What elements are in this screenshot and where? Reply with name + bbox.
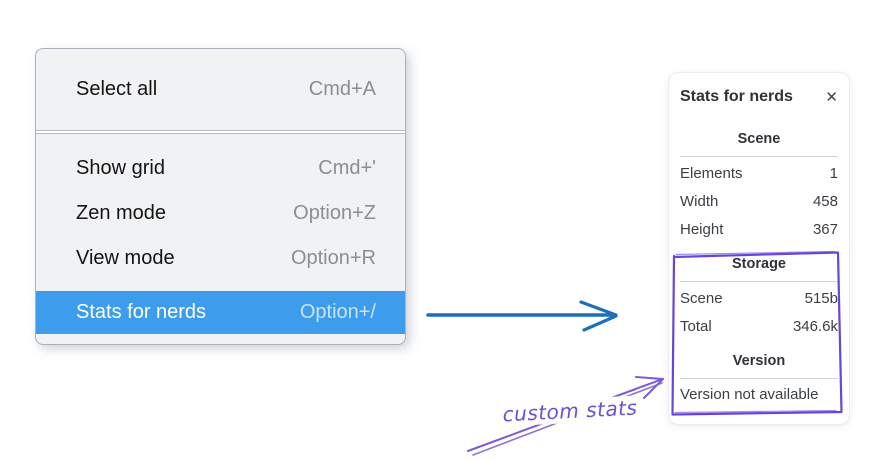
- stat-label: Height: [680, 221, 724, 238]
- section-rule: [680, 156, 838, 157]
- menu-item-label: Zen mode: [76, 202, 167, 224]
- menu-section-top: Select all Cmd+A: [36, 49, 405, 130]
- menu-item-shortcut: Option+R: [290, 247, 376, 269]
- stats-section-scene: Scene Elements 1 Width 458 Height 367: [680, 130, 838, 244]
- menu-divider: [36, 130, 405, 134]
- stat-label: Total: [680, 318, 712, 335]
- menu-item-label: Show grid: [76, 157, 165, 179]
- stat-row-scene-size: Scene 515b: [680, 285, 838, 313]
- section-heading: Storage: [732, 256, 786, 272]
- section-heading: Scene: [737, 131, 781, 147]
- stat-value: 367: [812, 221, 838, 238]
- stats-panel-title: Stats for nerds: [680, 88, 793, 105]
- menu-item-shortcut: Cmd+': [318, 157, 376, 179]
- menu-item-label: Stats for nerds: [76, 301, 207, 323]
- annotation-label: custom stats: [497, 395, 643, 427]
- flow-arrow: [426, 300, 618, 332]
- menu-item-shortcut: Option+/: [299, 301, 376, 323]
- stat-value: 1: [829, 165, 838, 182]
- section-heading: Version: [732, 353, 786, 369]
- section-rule: [680, 378, 838, 379]
- stat-row-width: Width 458: [680, 188, 838, 216]
- menu-item-show-grid[interactable]: Show grid Cmd+': [36, 146, 405, 191]
- menu-item-shortcut: Cmd+A: [308, 78, 376, 100]
- menu-item-label: View mode: [76, 247, 175, 269]
- stats-panel-header: Stats for nerds ✕: [680, 87, 838, 107]
- version-note: Version not available: [680, 386, 819, 403]
- stat-row-elements: Elements 1: [680, 160, 838, 188]
- stat-label: Scene: [680, 290, 723, 307]
- stats-panel: Stats for nerds ✕ Scene Elements 1 Width…: [668, 72, 850, 425]
- context-menu: Select all Cmd+A Show grid Cmd+' Zen mod…: [35, 48, 406, 345]
- menu-item-zen-mode[interactable]: Zen mode Option+Z: [36, 191, 405, 236]
- stat-value: 515b: [804, 290, 838, 307]
- menu-section-bottom: Show grid Cmd+' Zen mode Option+Z View m…: [36, 134, 405, 344]
- menu-item-shortcut: Option+Z: [293, 202, 376, 224]
- section-rule: [680, 281, 838, 282]
- menu-item-label: Select all: [76, 78, 158, 100]
- stat-value: 458: [812, 193, 838, 210]
- stat-row-height: Height 367: [680, 216, 838, 244]
- menu-item-stats-for-nerds[interactable]: Stats for nerds Option+/: [36, 291, 405, 334]
- menu-item-view-mode[interactable]: View mode Option+R: [36, 236, 405, 281]
- stat-label: Elements: [680, 165, 743, 182]
- stat-label: Width: [680, 193, 719, 210]
- stat-value: 346.6k: [792, 318, 838, 335]
- stats-section-version: Version Version not available: [680, 352, 838, 408]
- stat-row-total-size: Total 346.6k: [680, 313, 838, 341]
- close-icon[interactable]: ✕: [825, 88, 838, 106]
- menu-item-select-all[interactable]: Select all Cmd+A: [36, 67, 405, 112]
- stats-section-storage: Storage Scene 515b Total 346.6k: [680, 255, 838, 341]
